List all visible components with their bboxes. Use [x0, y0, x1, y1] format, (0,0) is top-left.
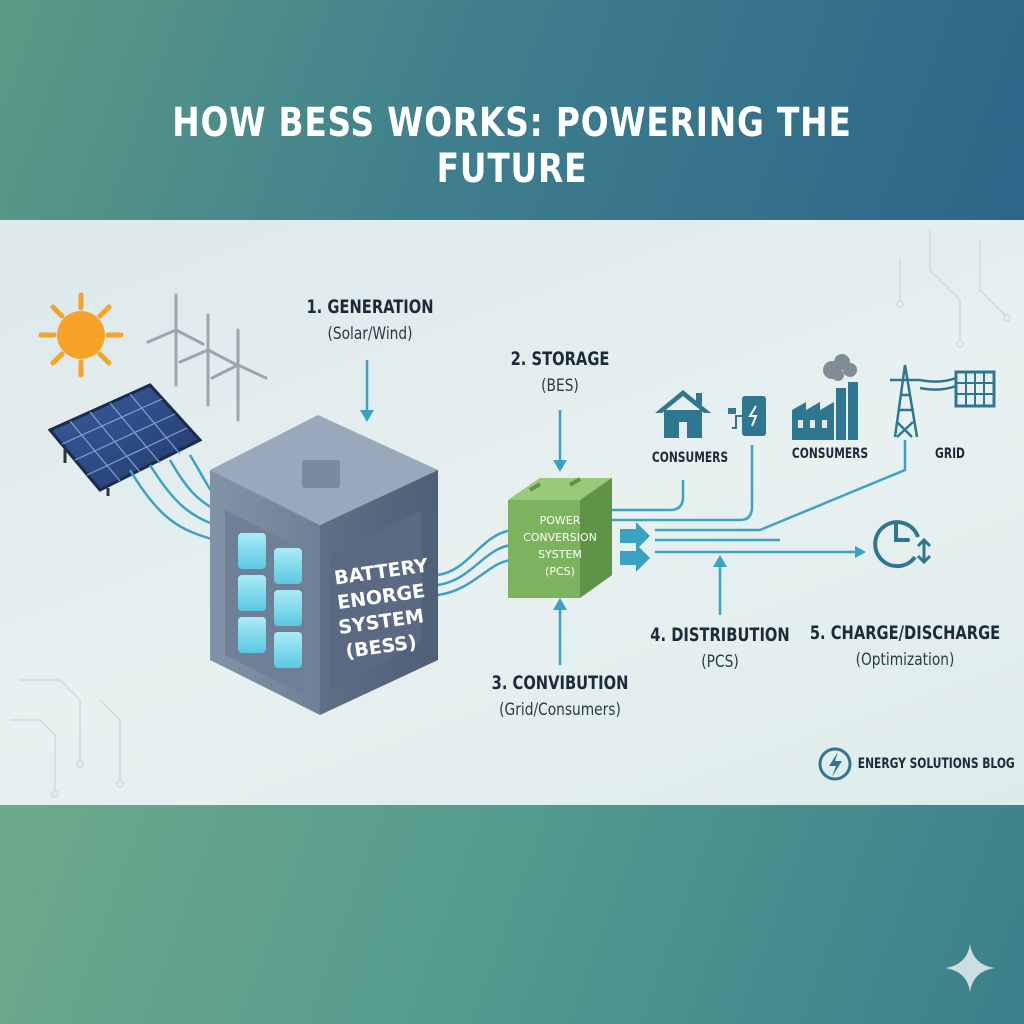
pcs-output-arrows: [620, 522, 650, 572]
pcs-label-line-1: POWER: [540, 514, 581, 527]
step-4-label: 4. DISTRIBUTION: [650, 624, 790, 646]
pcs-label: POWER CONVERSION SYSTEM (PCS): [523, 514, 597, 578]
header-banner: [0, 0, 1024, 220]
consumers-home-label: CONSUMERS: [651, 450, 729, 466]
battery-terminal: [302, 460, 340, 488]
house-icon: [655, 390, 711, 438]
factory-icon: [792, 354, 858, 440]
brand-name: ENERGY SOLUTIONS BLOG: [857, 756, 1015, 772]
pcs-label-line-2: CONVERSION: [523, 531, 597, 544]
battery-to-pcs-cables: [437, 528, 513, 597]
charge-arrowhead: [855, 546, 866, 558]
step-arrows: [360, 360, 727, 665]
circuit-decoration: [10, 230, 1011, 798]
brand-logo-icon: [818, 747, 852, 781]
sparkle-icon: [945, 944, 995, 992]
step-3-label: 3. CONVIBUTION: [491, 672, 629, 694]
step-2-sublabel: (BES): [541, 376, 579, 396]
grid-panel-icon: [954, 370, 996, 408]
step-4-sublabel: (PCS): [701, 652, 739, 672]
wind-turbine-icon: [146, 293, 268, 422]
solar-panel-icon: [47, 383, 203, 496]
distribution-lines: [612, 440, 907, 554]
battery-cells: [238, 533, 302, 668]
transmission-tower-icon: [890, 364, 957, 438]
pcs-block: [508, 477, 612, 598]
step-2-label: 2. STORAGE: [510, 348, 610, 370]
pcs-label-line-3: SYSTEM: [538, 548, 582, 561]
clock-icon: [873, 520, 932, 569]
ev-charger-icon: [728, 396, 766, 436]
sun-icon: [38, 292, 124, 378]
step-5-label: 5. CHARGE/DISCHARGE: [809, 622, 1001, 644]
footer-band: [0, 805, 1024, 1024]
step-3-sublabel: (Grid/Consumers): [499, 700, 621, 720]
step-1-sublabel: (Solar/Wind): [327, 324, 413, 344]
page-title: HOW BESS WORKS: POWERING THE FUTURE: [172, 100, 852, 192]
step-5-sublabel: (Optimization): [855, 650, 955, 670]
pcs-label-line-4: (PCS): [545, 565, 575, 578]
step-1-label: 1. GENERATION: [306, 296, 434, 318]
grid-label: GRID: [935, 446, 965, 462]
consumers-industry-label: CONSUMERS: [791, 446, 869, 462]
